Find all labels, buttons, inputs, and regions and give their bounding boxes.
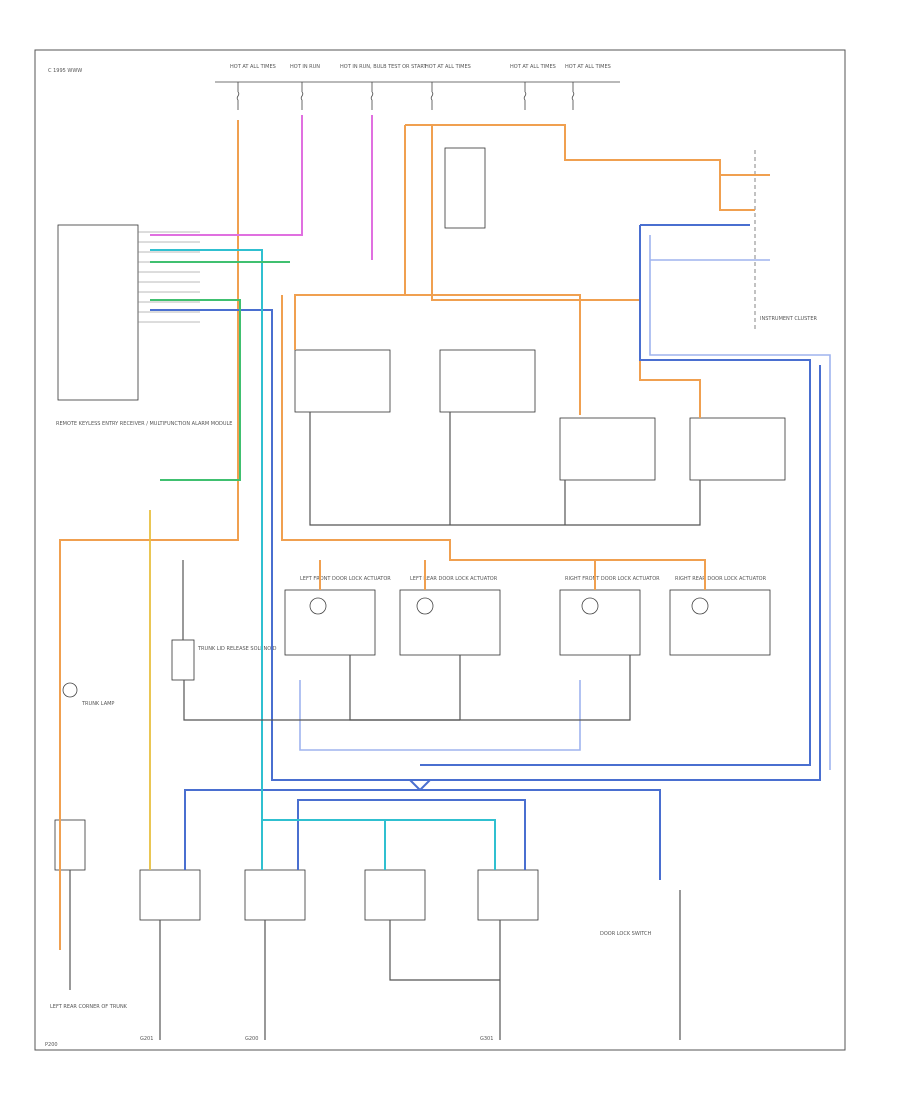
trunk-release-box [171, 639, 195, 681]
lamp-2-icon [416, 597, 434, 615]
fuse-label-3: HOT IN RUN, BULB TEST OR START [340, 64, 427, 70]
fuse-label-5: HOT AT ALL TIMES [510, 64, 556, 70]
ground-right-label: G301 [480, 1036, 493, 1042]
orange-wires [59, 120, 770, 950]
relay-mid-2 [689, 417, 786, 481]
fuse-label-4: HOT AT ALL TIMES [425, 64, 471, 70]
left-rear-actuator-box [399, 589, 501, 656]
blue-wires [150, 224, 821, 880]
switch-box-4 [477, 869, 539, 921]
fuse-label-1: HOT AT ALL TIMES [230, 64, 276, 70]
fuse-2 [300, 82, 304, 110]
ground-mid-label: G200 [245, 1036, 258, 1042]
fuses [236, 82, 575, 110]
switch-box-1 [139, 869, 201, 921]
diagram-code: C 1995 WWW [48, 68, 82, 74]
alarm-module-label: REMOTE KEYLESS ENTRY RECEIVER / MULTIFUN… [56, 421, 232, 427]
relay-small [444, 147, 486, 229]
rr-lock-label: RIGHT REAR DOOR LOCK ACTUATOR [675, 576, 767, 582]
lf-lock-label: LEFT FRONT DOOR LOCK ACTUATOR [300, 576, 391, 582]
light-blue-wires [299, 235, 831, 770]
alarm-module-box [57, 224, 139, 401]
right-front-actuator-box [559, 589, 641, 656]
lamp-4-icon [691, 597, 709, 615]
lamps [62, 597, 709, 698]
switch-box-3 [364, 869, 426, 921]
door-lock-switch-label: DOOR LOCK SWITCH [600, 931, 652, 937]
fuse-5 [523, 82, 527, 110]
lr-lock-label: LEFT REAR DOOR LOCK ACTUATOR [410, 576, 498, 582]
ground-left-label: G201 [140, 1036, 153, 1042]
relay-upper-2 [439, 349, 536, 413]
module-pins [138, 231, 200, 323]
fuse-label-2: HOT IN RUN [290, 64, 320, 70]
relay-upper-1 [294, 349, 391, 413]
cluster-label: INSTRUMENT CLUSTER [760, 316, 818, 322]
right-rear-actuator-box [669, 589, 771, 656]
lamp-3-icon [581, 597, 599, 615]
left-rear-corner-label: LEFT REAR CORNER OF TRUNK [50, 1004, 128, 1010]
diagram-frame [34, 49, 846, 1051]
trunk-release-label: TRUNK LID RELEASE SOLENOID [197, 646, 277, 652]
fuse-4 [430, 82, 434, 110]
left-front-actuator-box [284, 589, 376, 656]
fuse-3 [370, 82, 374, 110]
lamp-1-icon [309, 597, 327, 615]
cyan-wires [150, 249, 496, 870]
fuse-6 [571, 82, 575, 110]
rf-lock-label: RIGHT FRONT DOOR LOCK ACTUATOR [565, 576, 660, 582]
switch-box-2 [244, 869, 306, 921]
orange-wire-left [59, 120, 239, 950]
footer-code: P200 [45, 1042, 58, 1048]
trunk-lamp-icon [62, 682, 78, 698]
relay-mid-1 [559, 417, 656, 481]
fuse-headers: HOT AT ALL TIMES HOT IN RUN HOT IN RUN, … [230, 64, 611, 70]
trunk-lamp-label: TRUNK LAMP [81, 701, 114, 707]
fuse-label-6: HOT AT ALL TIMES [565, 64, 611, 70]
fuse-1 [236, 82, 240, 110]
black-wires [69, 412, 701, 1040]
green-wires [150, 261, 290, 481]
magenta-wires [150, 115, 373, 260]
